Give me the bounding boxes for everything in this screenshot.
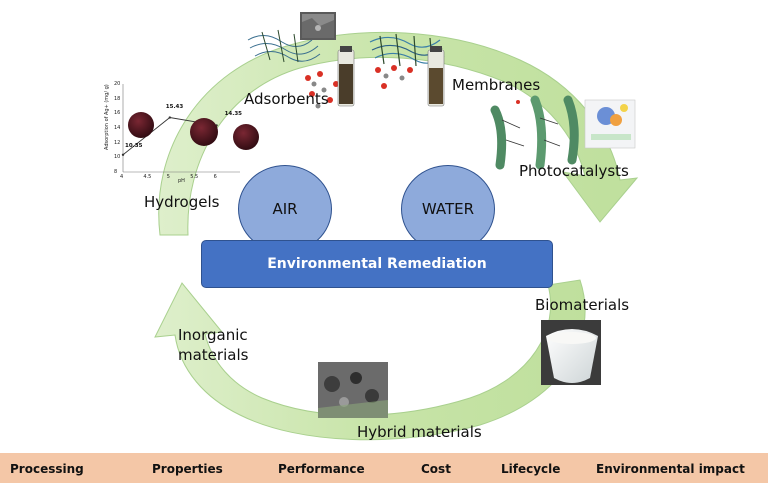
plot-ytick: 14 — [114, 125, 121, 131]
environmental-remediation-bar: Environmental Remediation — [201, 240, 553, 288]
top-cycle-arrow — [158, 31, 639, 236]
footer-cost: Cost — [421, 462, 451, 476]
plot-xtick: 4 — [120, 174, 124, 180]
label-biomaterials: Biomaterials — [535, 296, 630, 314]
hybrid-sem-image — [318, 362, 388, 418]
sem-image-top — [300, 12, 336, 40]
photocatalyst-inset — [584, 99, 636, 149]
adsorption-plot — [121, 84, 240, 173]
footer-lifecycle: Lifecycle — [501, 462, 561, 476]
plot-xlabel: pH — [178, 178, 185, 184]
plot-ytick: 18 — [114, 95, 121, 102]
label-inorganic-line1: Inorganic — [178, 326, 248, 344]
plot-ytick: 12 — [114, 139, 121, 146]
plot-value-label: 10.35 — [125, 142, 143, 149]
label-membranes: Membranes — [452, 76, 541, 94]
plot-ytick: 10 — [114, 154, 121, 161]
plot-point-1 — [168, 116, 171, 119]
hydrogel-beads — [128, 112, 259, 150]
plot-xtick: 6 — [213, 174, 217, 180]
label-adsorbents: Adsorbents — [244, 90, 329, 108]
molecule-cluster-right — [375, 65, 413, 89]
air-node: AIR — [238, 165, 332, 253]
label-photocatalysts: Photocatalysts — [519, 162, 629, 180]
plot-ylabel: Adsorption of Ag+ (mg/ g) — [104, 84, 110, 150]
label-hybrid-materials: Hybrid materials — [357, 423, 482, 441]
vial-left — [337, 46, 355, 107]
plot-ytick: 16 — [114, 110, 121, 117]
molecule-cluster-left — [305, 71, 339, 109]
plot-value-label: 15.43 — [165, 103, 184, 110]
label-inorganic-materials: Inorganic materials — [178, 325, 248, 365]
plot-point-0 — [121, 153, 125, 156]
footer-properties: Properties — [152, 462, 223, 476]
label-inorganic-line2: materials — [178, 346, 249, 364]
biomaterial-bowl-photo — [541, 320, 601, 385]
plot-ytick: 8 — [114, 169, 118, 175]
footer-environmental-impact: Environmental impact — [596, 462, 745, 476]
footer-performance: Performance — [278, 462, 365, 476]
water-node: WATER — [401, 165, 495, 253]
plot-ytick: 20 — [114, 81, 121, 87]
footer-processing: Processing — [10, 462, 84, 476]
vial-right — [427, 46, 445, 107]
plot-xtick: 5 — [166, 174, 170, 180]
bottom-cycle-arrow — [154, 279, 586, 441]
plot-xtick: 4.5 — [143, 174, 152, 180]
polymer-network-left — [247, 29, 321, 63]
plot-xtick: 5.5 — [190, 174, 199, 180]
plot-value-label: 14.35 — [224, 111, 242, 118]
criteria-footer: Processing Properties Performance Cost L… — [0, 453, 768, 483]
membrane-fibers — [490, 95, 579, 170]
label-hydrogels: Hydrogels — [144, 193, 220, 211]
